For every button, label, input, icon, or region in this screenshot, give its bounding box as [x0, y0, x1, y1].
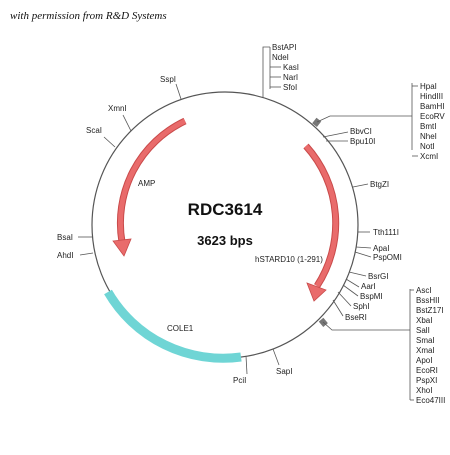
permission-caption: with permission from R&D Systems	[10, 10, 167, 22]
top-group-lead	[262, 46, 270, 98]
site-bpu10i: Bpu10I	[350, 137, 375, 146]
site-bmti: BmtI	[420, 122, 436, 131]
amp-label: AMP	[138, 179, 155, 188]
amp-arrowhead	[112, 238, 132, 257]
site-scai: ScaI	[86, 126, 102, 135]
site-ecorv: EcoRV	[420, 112, 445, 121]
site-bspmi: BspMI	[360, 292, 383, 301]
site-eco47iii: Eco47III	[416, 396, 445, 405]
site-xcmi: XcmI	[420, 152, 438, 161]
site-bbvci: BbvCI	[350, 127, 372, 136]
cluster2-lead	[322, 321, 410, 331]
site-asci: AscI	[416, 286, 432, 295]
plasmid-size: 3623 bps	[197, 233, 253, 248]
amp-arrow-shaft-fill	[117, 118, 187, 243]
plasmid-name: RDC3614	[188, 200, 263, 219]
site-xmai: XmaI	[416, 346, 435, 355]
site-nari: NarI	[283, 73, 298, 82]
site-tth111i: Tth111I	[373, 228, 399, 237]
site-xhoi: XhoI	[416, 386, 432, 395]
site-bstapi: BstAPI	[272, 43, 296, 52]
cole1-label: COLE1	[167, 324, 194, 333]
site-bamhi: BamHI	[420, 102, 444, 111]
site-ahdi: AhdI	[57, 251, 73, 260]
site-pcii: PciI	[233, 376, 246, 385]
insert-arrow-shaft-fill	[304, 144, 339, 288]
site-ecori: EcoRI	[416, 366, 438, 375]
cluster1-marker	[312, 117, 322, 127]
site-bstz17i: BstZ17I	[416, 306, 444, 315]
insert-arrowhead	[306, 282, 327, 302]
site-xbai: XbaI	[416, 316, 432, 325]
site-ndei: NdeI	[272, 53, 289, 62]
insert-label: hSTARD10 (1-291)	[255, 255, 323, 264]
cluster1-lead	[316, 115, 412, 123]
site-smai: SmaI	[416, 336, 435, 345]
site-kasi: KasI	[283, 63, 299, 72]
site-xmni: XmnI	[108, 104, 127, 113]
site-pspomi: PspOMI	[373, 253, 402, 262]
site-aari: AarI	[361, 282, 376, 291]
site-nhei: NheI	[420, 132, 437, 141]
site-sphi: SphI	[353, 302, 369, 311]
site-apai: ApaI	[373, 244, 389, 253]
site-apoi: ApoI	[416, 356, 432, 365]
site-hpai: HpaI	[420, 82, 437, 91]
site-pspxi: PspXI	[416, 376, 437, 385]
site-bseri: BseRI	[345, 313, 367, 322]
site-hindiii: HindIII	[420, 92, 443, 101]
site-btgzi: BtgZI	[370, 180, 389, 189]
site-bsshii: BssHII	[416, 296, 440, 305]
site-sali: SalI	[416, 326, 430, 335]
site-bsrgi: BsrGI	[368, 272, 388, 281]
site-bsai: BsaI	[57, 233, 73, 242]
site-noti: NotI	[420, 142, 435, 151]
site-sapi: SapI	[276, 367, 292, 376]
site-sspi: SspI	[160, 75, 176, 84]
cole1-feature	[104, 289, 242, 363]
site-sfoi: SfoI	[283, 83, 297, 92]
